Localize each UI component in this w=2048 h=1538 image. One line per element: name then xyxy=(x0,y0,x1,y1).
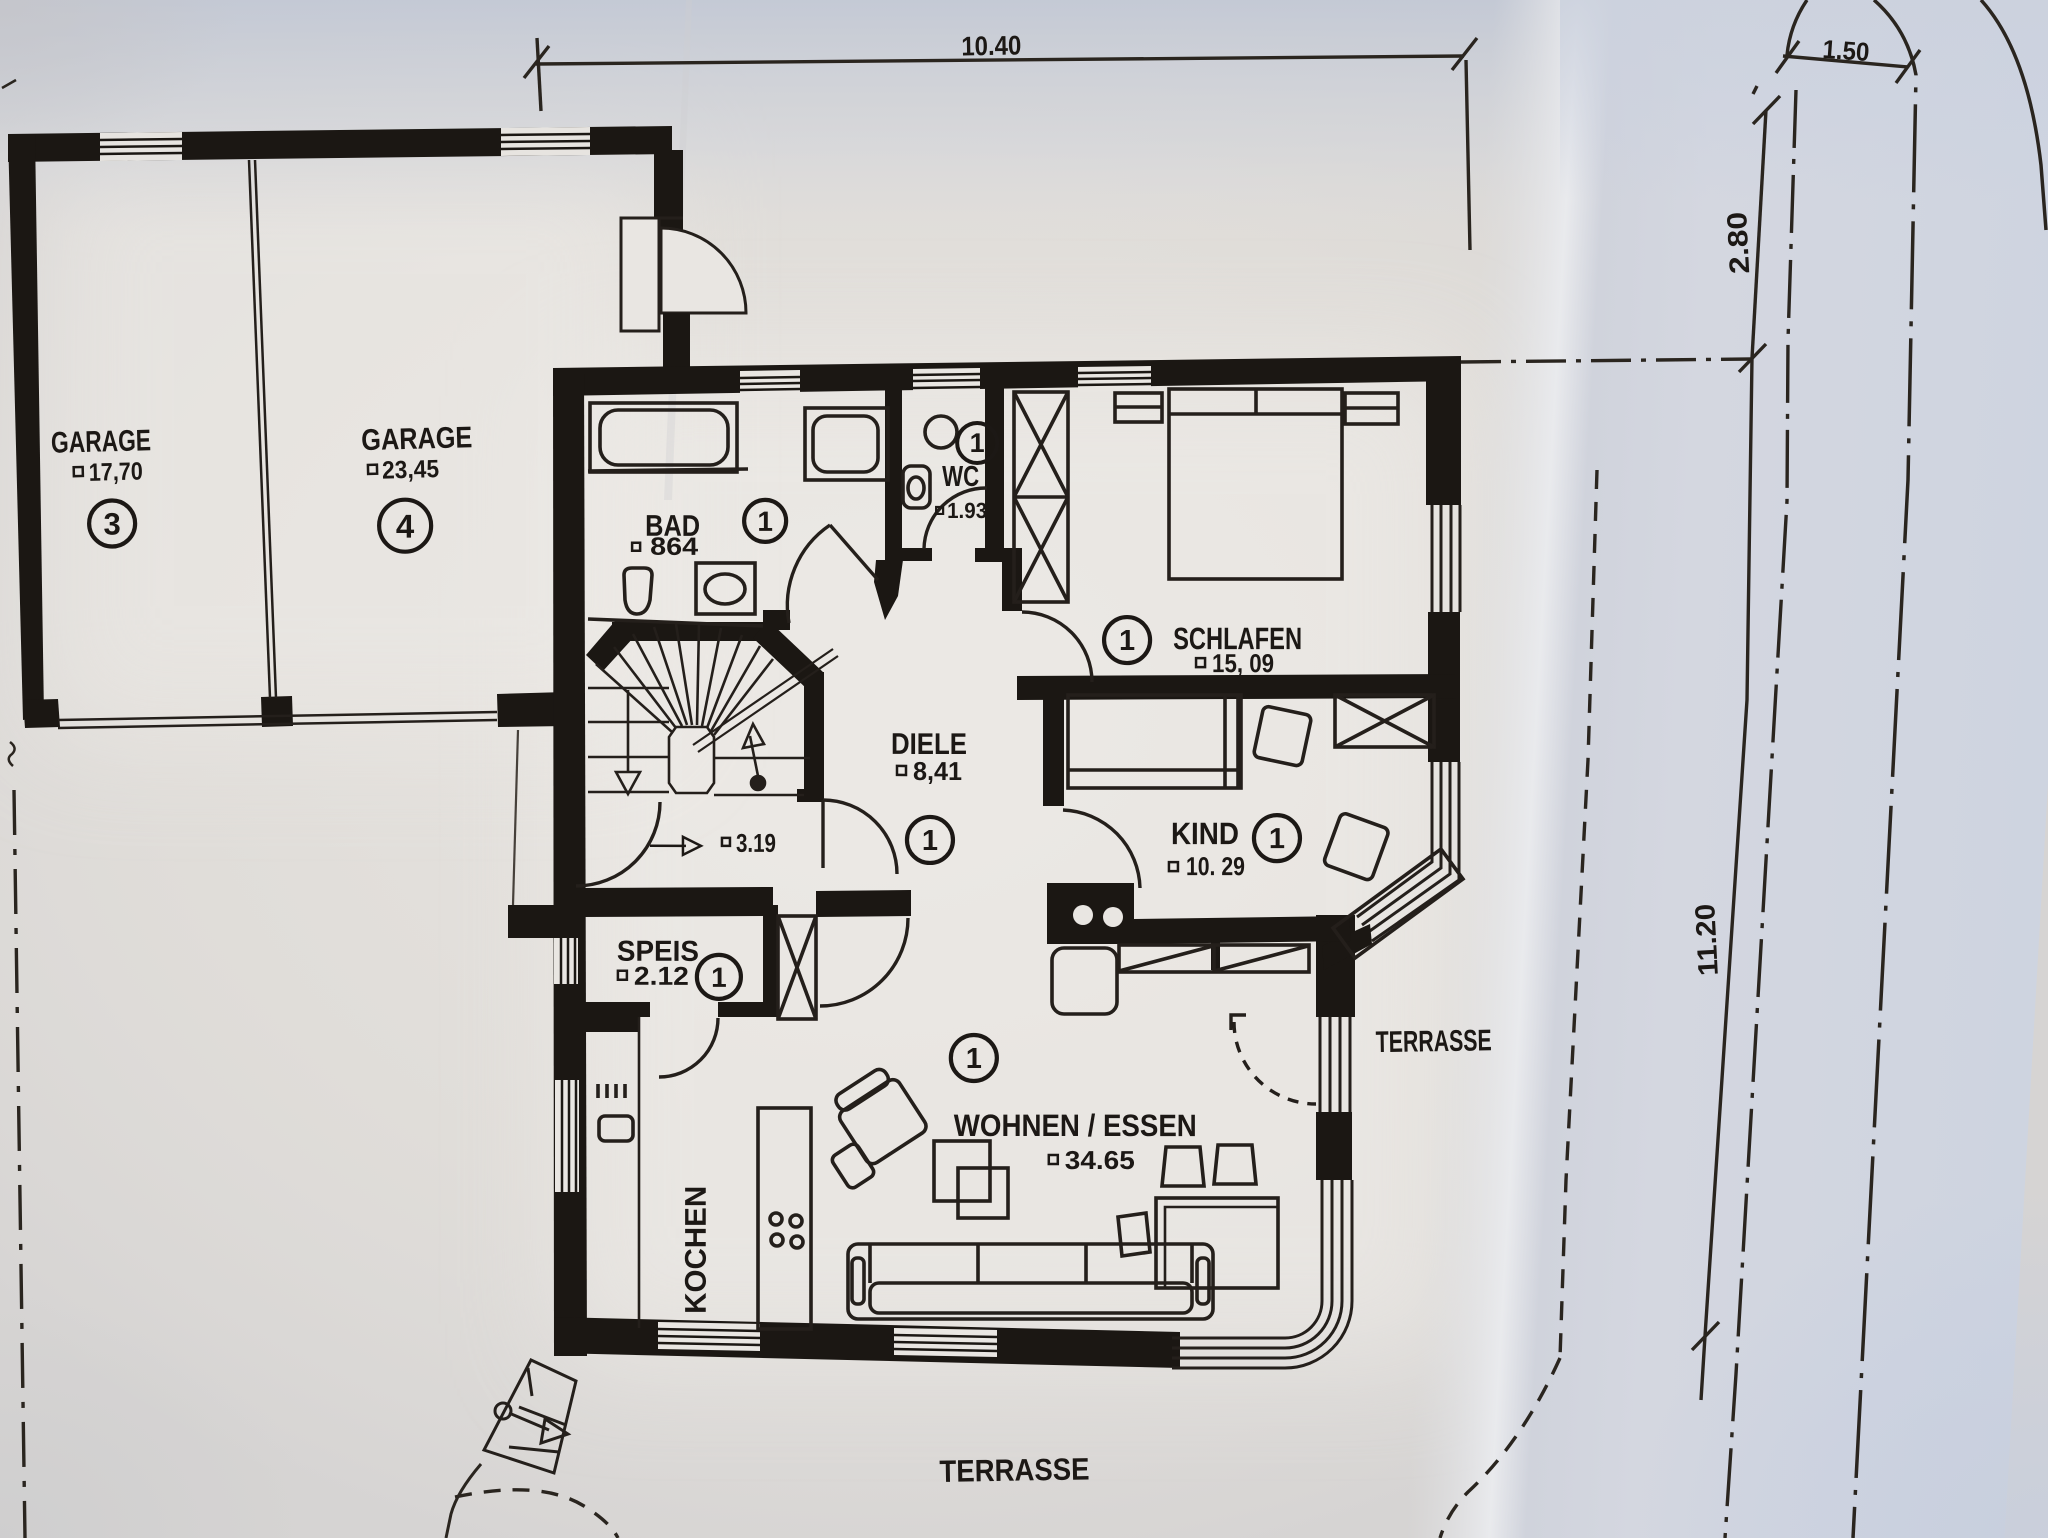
svg-text:SCHLAFEN: SCHLAFEN xyxy=(1173,621,1302,656)
svg-text:1: 1 xyxy=(970,428,985,458)
svg-text:SPEIS: SPEIS xyxy=(617,936,699,968)
svg-text:BAD: BAD xyxy=(645,510,700,543)
svg-text:10.40: 10.40 xyxy=(961,30,1021,61)
svg-text:11.20: 11.20 xyxy=(1689,903,1724,977)
svg-text:KIND: KIND xyxy=(1171,816,1239,851)
svg-text:1.93: 1.93 xyxy=(947,498,987,523)
svg-text:23,45: 23,45 xyxy=(382,455,440,484)
svg-text:8,41: 8,41 xyxy=(913,756,962,786)
svg-text:GARAGE: GARAGE xyxy=(51,424,152,460)
svg-text:DIELE: DIELE xyxy=(891,728,967,761)
svg-text:10. 29: 10. 29 xyxy=(1186,851,1245,881)
svg-text:2.12: 2.12 xyxy=(634,961,689,991)
svg-text:1: 1 xyxy=(1119,625,1135,657)
svg-text:KOCHEN: KOCHEN xyxy=(680,1186,713,1314)
svg-text:2.80: 2.80 xyxy=(1721,211,1755,275)
svg-text:WC: WC xyxy=(942,461,979,493)
svg-text:WOHNEN / ESSEN: WOHNEN / ESSEN xyxy=(954,1108,1197,1143)
svg-text:17,70: 17,70 xyxy=(88,457,143,486)
svg-text:3: 3 xyxy=(103,507,120,542)
svg-text:864: 864 xyxy=(650,533,698,561)
svg-text:1: 1 xyxy=(922,825,938,857)
svg-text:TERRASSE: TERRASSE xyxy=(1375,1024,1492,1059)
svg-text:GARAGE: GARAGE xyxy=(361,421,473,457)
svg-text:4: 4 xyxy=(396,508,415,545)
svg-text:15, 09: 15, 09 xyxy=(1212,648,1274,678)
svg-text:34.65: 34.65 xyxy=(1065,1145,1135,1175)
svg-text:1: 1 xyxy=(757,506,773,537)
svg-text:TERRASSE: TERRASSE xyxy=(939,1451,1090,1489)
svg-text:1: 1 xyxy=(711,962,727,993)
svg-text:3.19: 3.19 xyxy=(736,828,776,858)
svg-text:1: 1 xyxy=(1269,823,1285,855)
svg-text:1: 1 xyxy=(966,1043,982,1075)
